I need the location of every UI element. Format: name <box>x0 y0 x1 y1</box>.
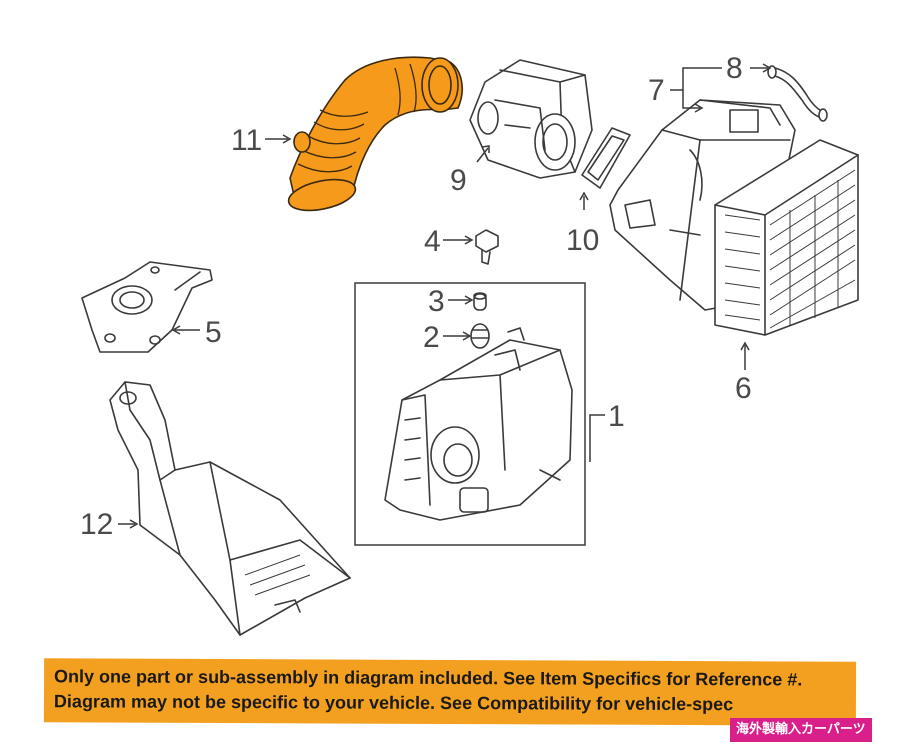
disclaimer-banner: Only one part or sub-assembly in diagram… <box>43 658 857 726</box>
callout-11: 11 <box>231 124 262 157</box>
part-1-air-cleaner-case <box>354 282 586 546</box>
leader-lines <box>118 63 772 529</box>
part-9-mass-air-flow-meter <box>469 59 593 179</box>
callout-10: 10 <box>566 224 599 257</box>
callout-6: 6 <box>735 372 752 405</box>
part-12-air-duct <box>109 381 351 636</box>
callout-8: 8 <box>726 52 743 85</box>
callout-3: 3 <box>428 285 445 318</box>
disclaimer-line-1: Only one part or sub-assembly in diagram… <box>54 666 803 690</box>
callout-7: 7 <box>648 74 665 107</box>
part-10-gasket <box>581 127 631 189</box>
disclaimer-line-2: Diagram may not be specific to your vehi… <box>53 691 734 715</box>
part-5-bracket <box>81 261 213 353</box>
callout-2: 2 <box>423 321 440 354</box>
part-11-intake-hose <box>287 56 463 212</box>
seller-watermark: 海外製輸入カーパーツ <box>730 718 872 742</box>
part-4-bolt <box>475 229 499 265</box>
callout-12: 12 <box>80 508 113 541</box>
part-2-grommet <box>470 323 490 349</box>
callout-1: 1 <box>608 400 625 433</box>
callout-5: 5 <box>205 316 222 349</box>
part-6-air-filter <box>714 139 859 336</box>
part-3-cap <box>473 292 487 311</box>
callout-9: 9 <box>450 164 467 197</box>
callout-4: 4 <box>424 225 441 258</box>
part-8-hose <box>767 65 828 122</box>
